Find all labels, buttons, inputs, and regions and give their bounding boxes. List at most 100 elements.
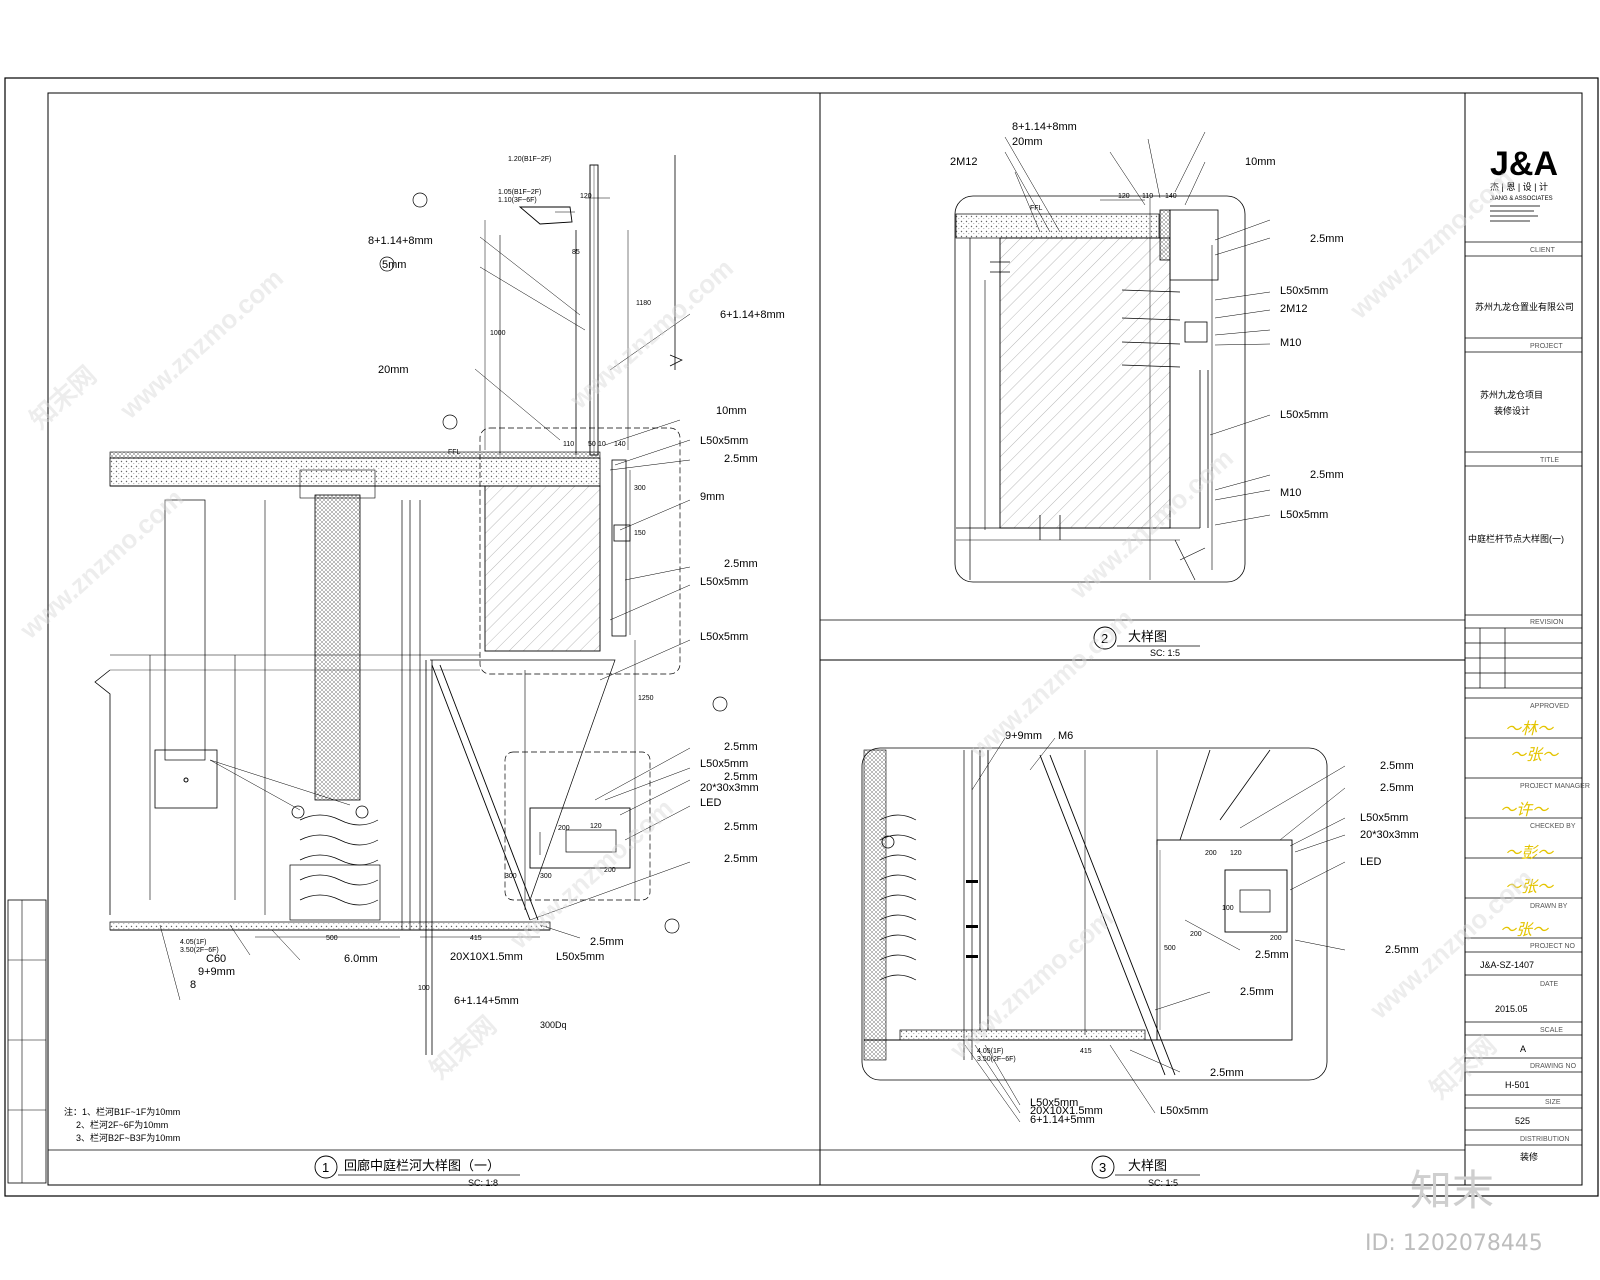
watermark-layer: www.znzmo.com 知末网 www.znzmo.com www.znzm… [13, 163, 1543, 1256]
d1-label-glass-1: 8+1.14+8mm [368, 235, 433, 247]
d1-label-level-1: 4.05(1F) [180, 939, 206, 946]
watermark-2: 知末网 [24, 360, 102, 434]
svg-text:200: 200 [1205, 850, 1217, 857]
drawing-no: H-501 [1505, 1080, 1530, 1090]
title-block: J&A 杰 | 恩 | 设 | 计 JIANG & ASSOCIATES CLI… [1464, 93, 1590, 1185]
svg-text:4.05(1F): 4.05(1F) [977, 1048, 1003, 1055]
svg-text:M6: M6 [1058, 730, 1073, 742]
svg-text:2.5mm: 2.5mm [1385, 944, 1419, 956]
svg-text:3.50(2F~6F): 3.50(2F~6F) [977, 1056, 1016, 1063]
logo: J&A [1490, 145, 1558, 183]
project-name-2: 装修设计 [1494, 405, 1530, 416]
signature-1: ～林～ [1505, 719, 1555, 738]
svg-text:1250: 1250 [638, 695, 654, 702]
signature-2: ～张～ [1510, 745, 1560, 764]
d1-label-channel: 20X10X1.5mm [450, 951, 523, 963]
svg-text:85: 85 [572, 249, 580, 256]
svg-text:120: 120 [590, 823, 602, 830]
svg-text:10: 10 [598, 441, 606, 448]
detail-1-dimensions: 120 85 1180 1000 300 150 1250 200 120 20… [326, 193, 654, 992]
detail-1-notes: 注：1、栏河B1F~1F为10mm 2、栏河2F~6F为10mm 3、栏河B2F… [64, 1106, 180, 1143]
d1-label-height-1: 1.20(B1F~2F) [508, 156, 551, 163]
svg-text:120: 120 [580, 193, 592, 200]
d1-label-level-2: 3.50(2F~6F) [180, 947, 219, 954]
svg-text:415: 415 [1080, 1048, 1092, 1055]
image-id: ID: 1202078445 [1365, 1231, 1543, 1256]
left-revision-strip [7, 899, 47, 1184]
svg-text:L50x5mm: L50x5mm [1160, 1105, 1208, 1117]
detail-3-scale: SC: 1:5 [1148, 1178, 1178, 1188]
d1-label-8: 8 [190, 979, 196, 991]
d1-label-6mm: 6.0mm [344, 953, 378, 965]
svg-text:300: 300 [505, 873, 517, 880]
scale-label: SCALE [1540, 1027, 1563, 1034]
client-name: 苏州九龙仓置业有限公司 [1475, 301, 1574, 312]
detail-2-annotations: 8+1.14+8mm 20mm 2M12 10mm FFL 2.5mm L50x… [950, 121, 1344, 521]
d1-label-height-3: 1.10(3F~6F) [498, 197, 537, 204]
watermark-6: 知末网 [424, 1010, 502, 1084]
note-1: 注：1、栏河B1F~1F为10mm [64, 1106, 180, 1117]
d1-label-tube: 20*30x3mm [700, 782, 759, 794]
scale-value: A [1520, 1044, 1526, 1054]
d1-label-ffl: FFL [448, 449, 461, 456]
svg-text:300: 300 [540, 873, 552, 880]
svg-text:140: 140 [1165, 193, 1177, 200]
d1-label-angle-2: L50x5mm [700, 576, 748, 588]
d1-label-height-2: 1.05(B1F~2F) [498, 189, 541, 196]
d1-label-9mm: 9mm [700, 491, 724, 503]
watermark-10: www.znzmo.com [1343, 163, 1519, 325]
svg-text:L50x5mm: L50x5mm [1280, 285, 1328, 297]
svg-text:20mm: 20mm [1012, 136, 1043, 148]
d1-label-2-5mm-2: 2.5mm [724, 558, 758, 570]
d1-label-c60: C60 [206, 953, 226, 965]
svg-text:2M12: 2M12 [950, 156, 978, 168]
watermark-7: www.znzmo.com [963, 603, 1139, 765]
d1-label-2-5mm-3: 2.5mm [724, 741, 758, 753]
project-label: PROJECT [1530, 343, 1563, 350]
svg-text:100: 100 [418, 985, 430, 992]
detail-3-annotations: 9+9mm M6 2.5mm 2.5mm L50x5mm 20*30x3mm L… [977, 730, 1419, 1126]
svg-text:1000: 1000 [490, 330, 506, 337]
d1-label-2-5mm-4: 2.5mm [724, 771, 758, 783]
detail-2-number: 2 [1101, 631, 1108, 646]
detail-2-drawing [954, 131, 1271, 583]
svg-text:200: 200 [558, 825, 570, 832]
svg-text:2.5mm: 2.5mm [1210, 1067, 1244, 1079]
svg-text:50: 50 [588, 441, 596, 448]
svg-text:M10: M10 [1280, 337, 1301, 349]
detail-3-dimensions: 120 100 200 200 500 415 200 [1080, 850, 1282, 1055]
svg-text:L50x5mm: L50x5mm [1360, 812, 1408, 824]
detail-3-number: 3 [1099, 1160, 1106, 1175]
date: 2015.05 [1495, 1004, 1528, 1014]
detail-1-drawing [94, 155, 728, 1055]
client-label: CLIENT [1530, 247, 1556, 254]
svg-text:500: 500 [326, 935, 338, 942]
svg-text:100: 100 [1222, 905, 1234, 912]
drawn-label: DRAWN BY [1530, 903, 1568, 910]
svg-text:415: 415 [470, 935, 482, 942]
svg-text:10mm: 10mm [1245, 156, 1276, 168]
signature-6: ～张～ [1500, 920, 1550, 939]
d1-label-angle-4: L50x5mm [700, 758, 748, 770]
svg-text:110: 110 [563, 441, 574, 448]
svg-text:2.5mm: 2.5mm [1310, 233, 1344, 245]
title-label: TITLE [1540, 457, 1559, 464]
drawing-no-label: DRAWING NO [1530, 1063, 1577, 1070]
inner-border [47, 92, 1583, 1186]
svg-text:120: 120 [1118, 193, 1130, 200]
d1-label-led: LED [700, 797, 721, 809]
svg-text:110: 110 [1142, 193, 1153, 200]
detail-3-title-text: 大样图 [1128, 1158, 1167, 1173]
detail-3-title: 3 大样图 SC: 1:5 [1091, 1155, 1200, 1188]
svg-text:2.5mm: 2.5mm [1310, 469, 1344, 481]
d1-label-angle-3: L50x5mm [700, 631, 748, 643]
svg-text:LED: LED [1360, 856, 1381, 868]
svg-text:200: 200 [1190, 931, 1202, 938]
job-no: J&A-SZ-1407 [1480, 960, 1534, 970]
signature-4: ～彭～ [1505, 843, 1555, 862]
detail-1-annotations: 1.20(B1F~2F) 1.05(B1F~2F) 1.10(3F~6F) 8+… [180, 156, 785, 1030]
drawing-title: 中庭栏杆节点大样图(一) [1468, 533, 1564, 544]
d1-label-10mm: 10mm [716, 405, 747, 417]
svg-text:L50x5mm: L50x5mm [1030, 1097, 1078, 1109]
svg-text:2.5mm: 2.5mm [1380, 760, 1414, 772]
